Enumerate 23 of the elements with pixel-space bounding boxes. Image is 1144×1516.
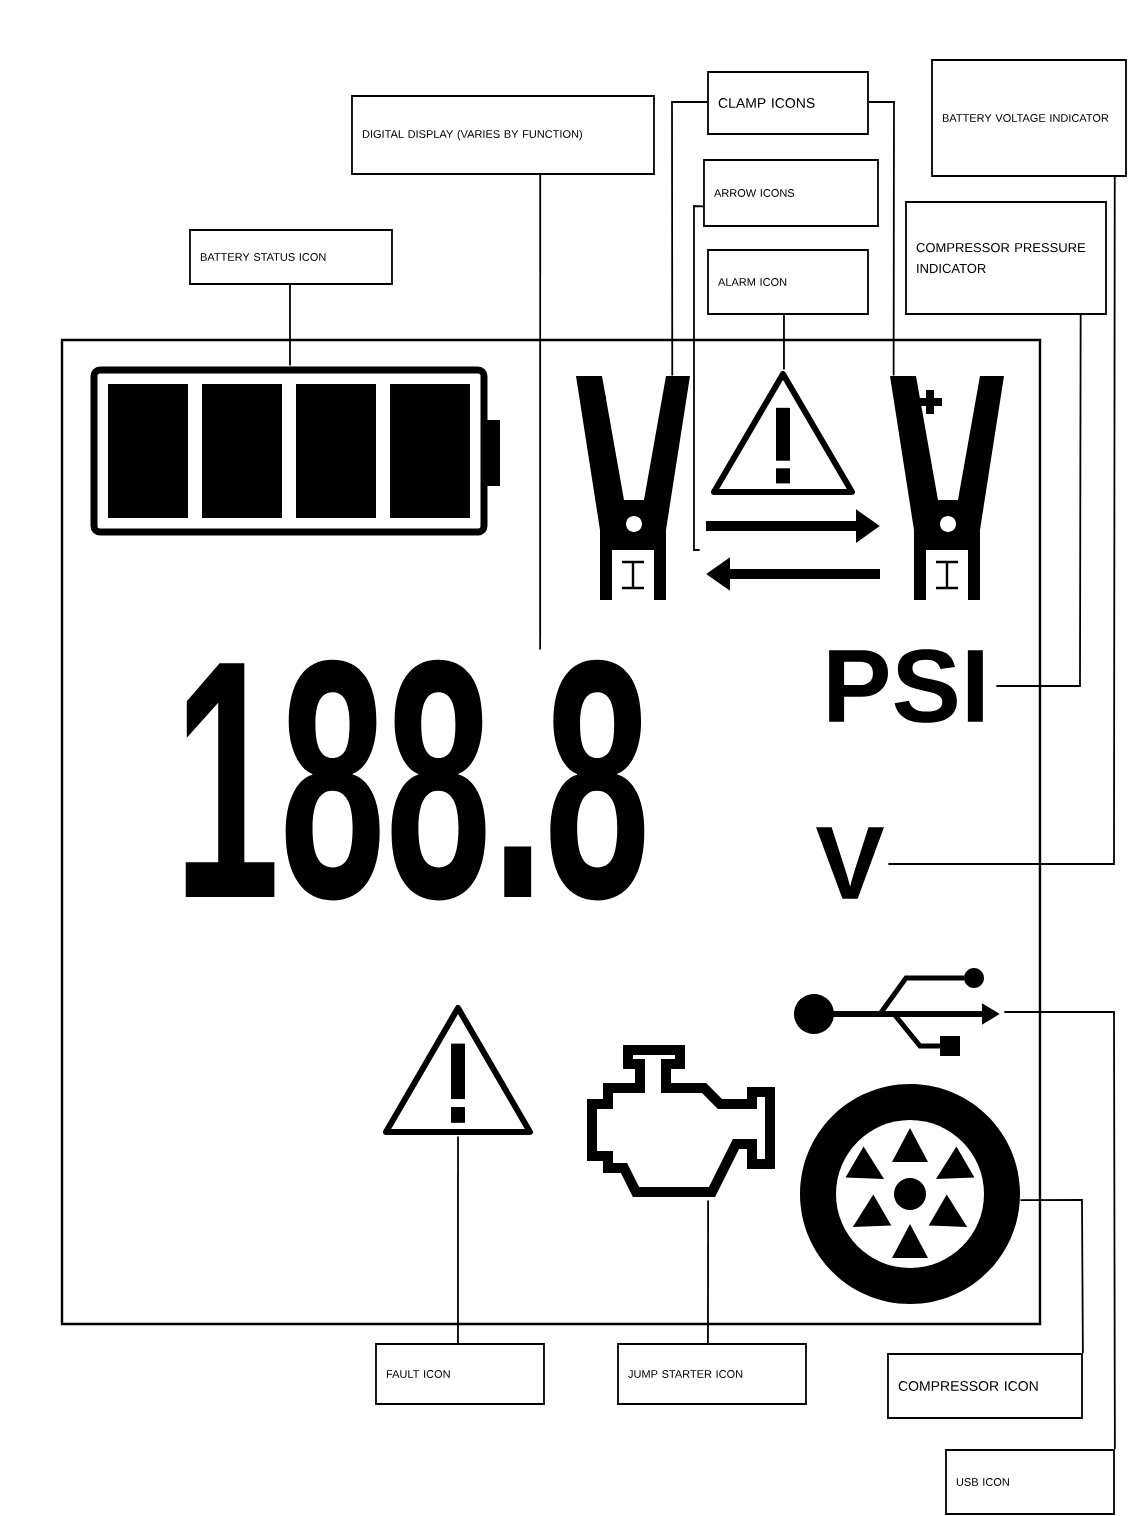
clamp-icon xyxy=(576,376,690,600)
tire-icon xyxy=(800,1084,1020,1304)
leader-line xyxy=(1019,1199,1084,1354)
leader-line xyxy=(707,1199,709,1344)
arrows-icon xyxy=(706,509,880,591)
warning-icon xyxy=(383,1005,533,1135)
battery-icon xyxy=(90,366,500,536)
clamp-icon xyxy=(890,376,1004,600)
engine-icon xyxy=(587,1045,775,1197)
unit-label: V xyxy=(816,827,884,899)
leader-line xyxy=(887,176,1116,865)
leader-line xyxy=(289,284,291,367)
leader-line xyxy=(671,101,708,377)
leader-line xyxy=(868,101,895,377)
leader-line xyxy=(783,314,785,371)
leader-line xyxy=(995,314,1082,687)
leader-line xyxy=(457,1135,459,1344)
unit-label: PSI xyxy=(829,649,983,723)
warning-icon xyxy=(711,371,855,495)
leader-line xyxy=(693,205,704,551)
digit-readout: 188.8 xyxy=(185,659,645,901)
leader-line xyxy=(539,174,542,651)
leader-line xyxy=(1003,1011,1116,1450)
